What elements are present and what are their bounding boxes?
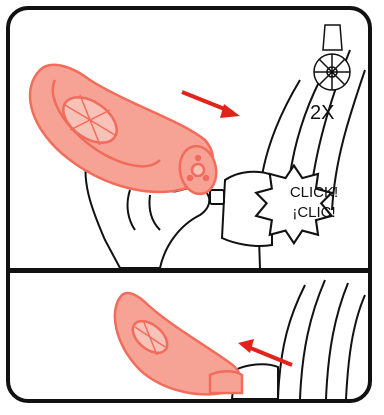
- wheel-icon: [314, 25, 350, 90]
- rear-wheel-highlighted: [115, 293, 242, 394]
- insert-direction-arrow: [182, 92, 240, 118]
- rear-wheel-highlighted: [30, 65, 220, 197]
- step-illustration-bottom: [10, 275, 368, 399]
- stroller-frame: [232, 280, 365, 399]
- repeat-count-label: 2X: [310, 102, 334, 125]
- panel-divider: [10, 268, 368, 273]
- step-panel-attach-wheel: 2X CLICK! ¡CLIC!: [10, 10, 368, 268]
- step-panel-secure-wheel: [10, 275, 368, 399]
- instruction-frame: 2X CLICK! ¡CLIC!: [6, 6, 372, 403]
- click-callout-line2: ¡CLIC!: [274, 204, 354, 221]
- click-callout-line1: CLICK!: [274, 184, 354, 201]
- step-illustration-top: [10, 10, 368, 268]
